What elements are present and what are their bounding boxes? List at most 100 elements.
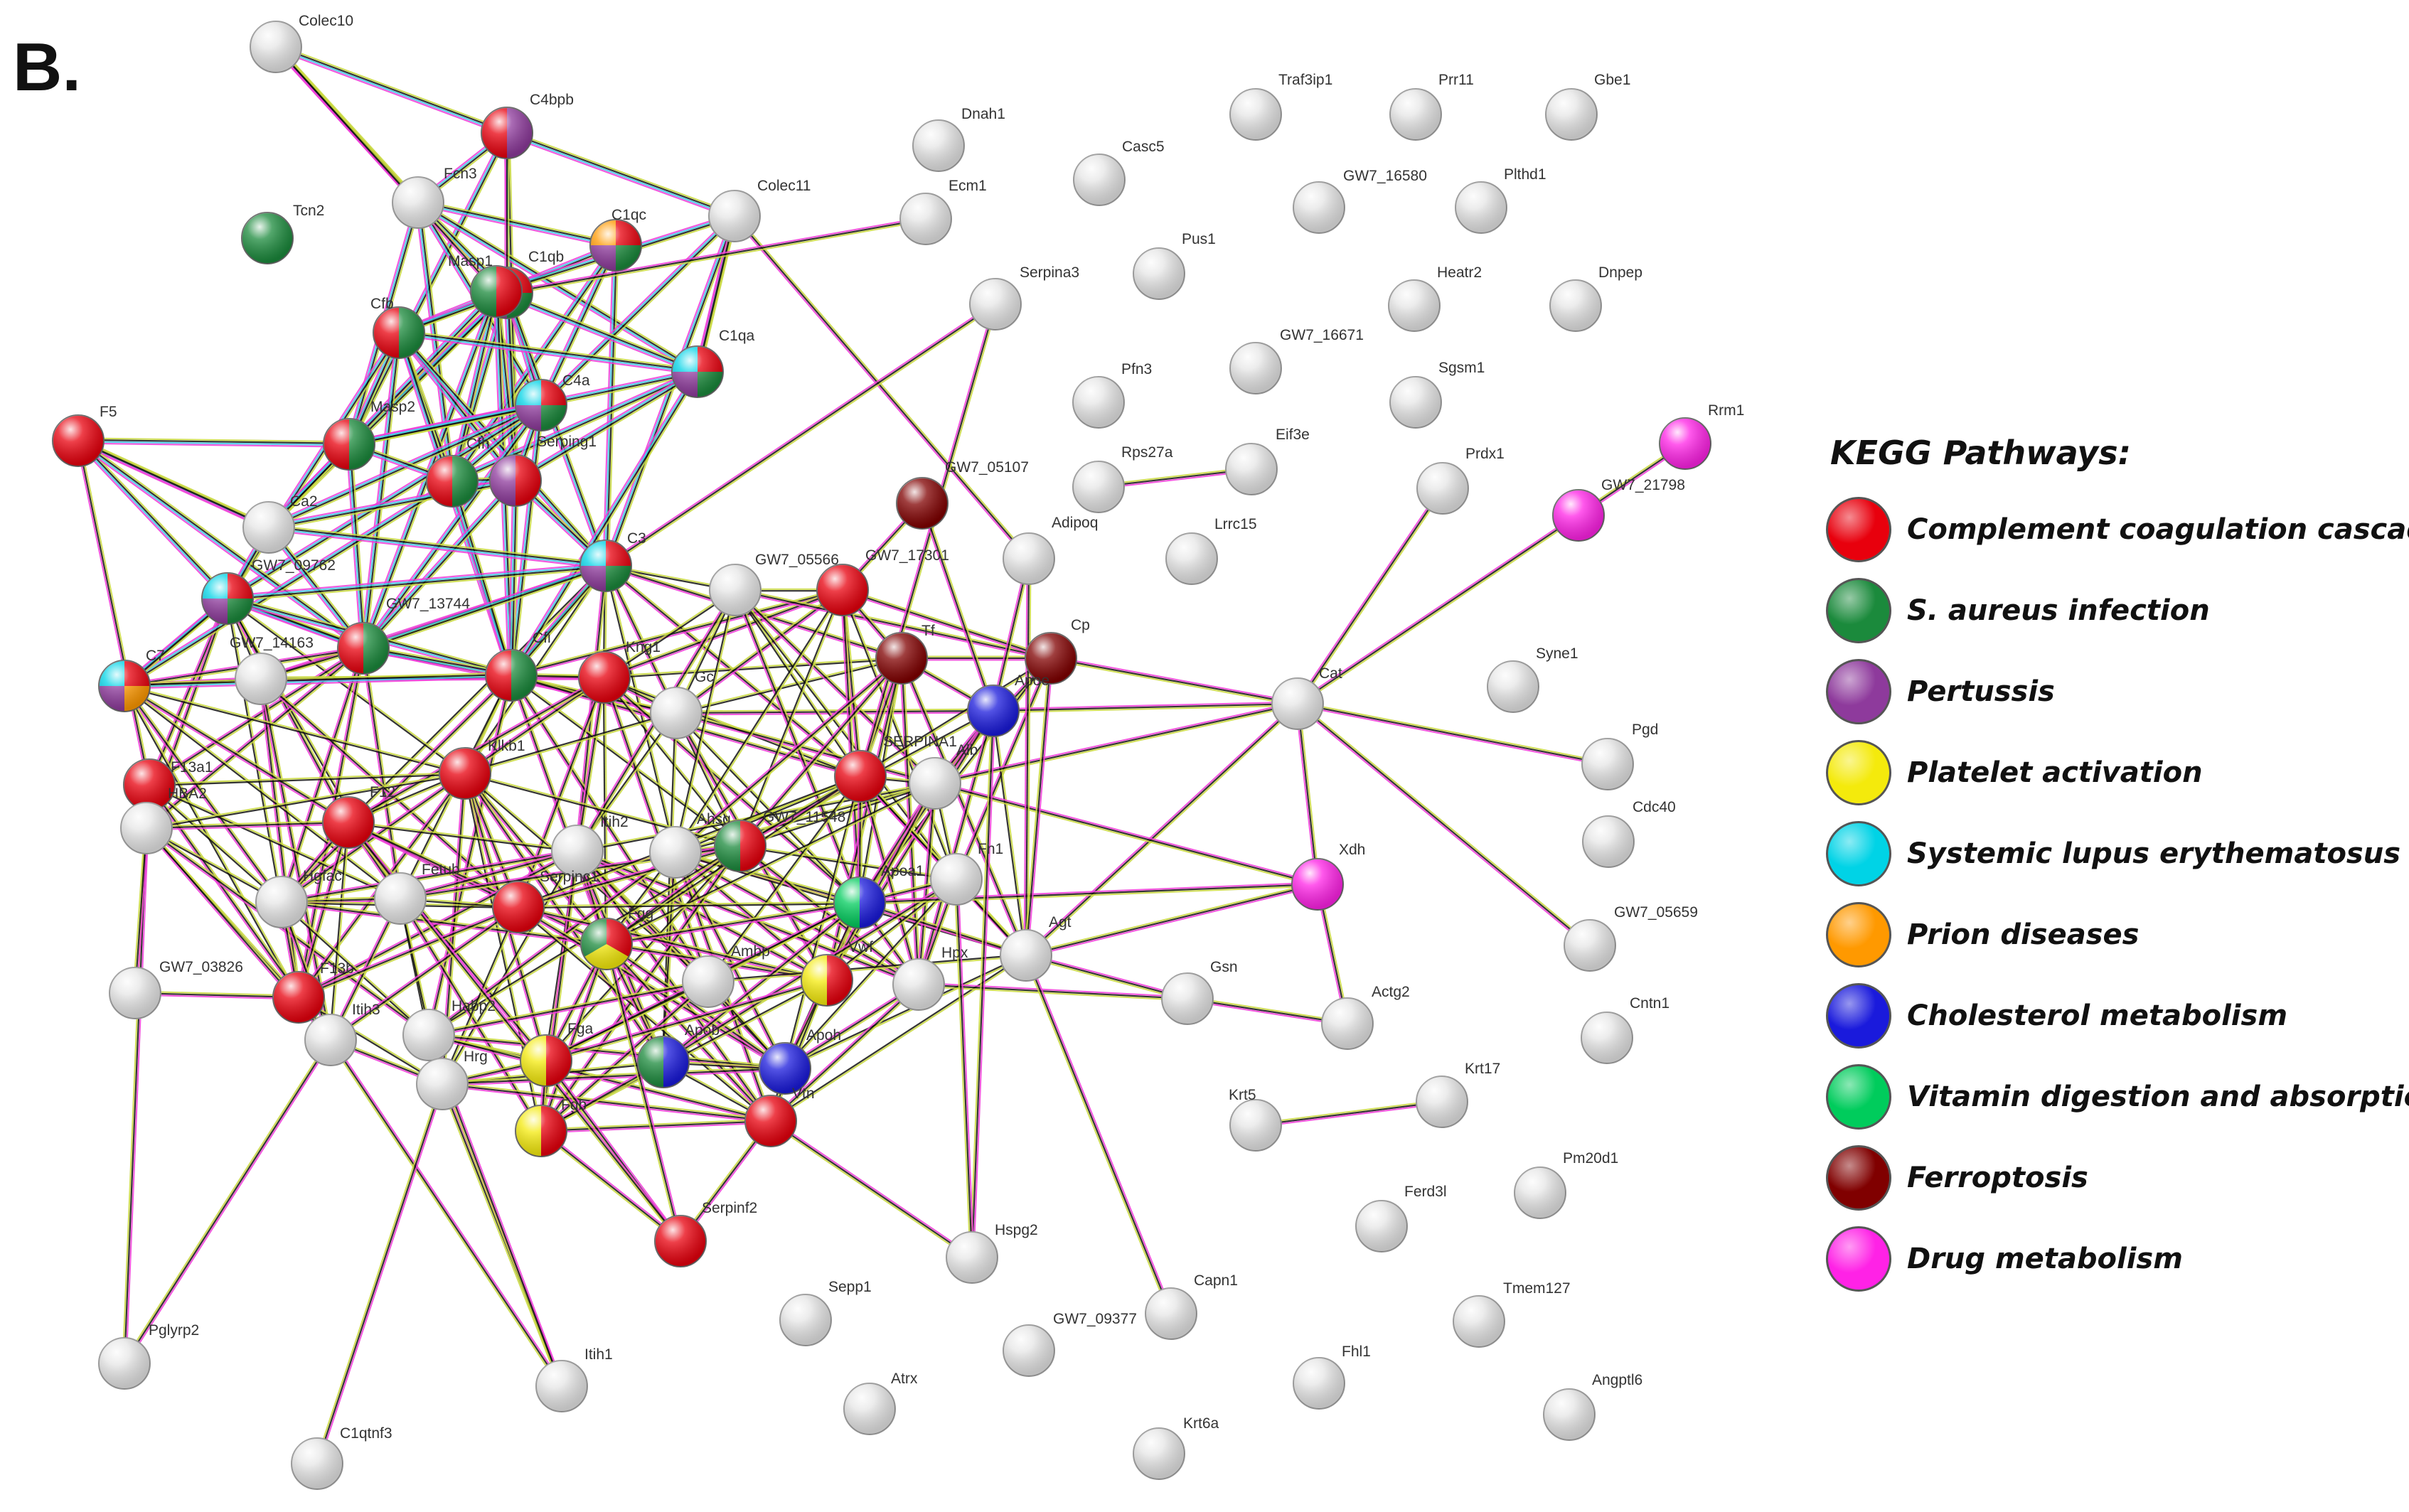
- protein-node[interactable]: C4a: [515, 372, 590, 431]
- protein-node[interactable]: Pglyrp2: [98, 1322, 199, 1390]
- protein-node[interactable]: HBA2: [120, 786, 207, 854]
- protein-node[interactable]: Fetub: [374, 862, 460, 925]
- protein-node[interactable]: Cntn1: [1581, 995, 1670, 1064]
- protein-node[interactable]: Xdh: [1291, 842, 1365, 911]
- protein-node[interactable]: C1qtnf3: [291, 1425, 392, 1490]
- protein-node[interactable]: Cfh: [426, 436, 490, 508]
- protein-node[interactable]: Cp: [1025, 617, 1090, 685]
- protein-node[interactable]: Ecm1: [899, 178, 987, 245]
- protein-node[interactable]: Serpinc1: [492, 869, 599, 933]
- protein-node[interactable]: Tmem127: [1453, 1280, 1571, 1348]
- protein-node[interactable]: Hrg: [416, 1049, 488, 1110]
- protein-node[interactable]: Rrm1: [1659, 402, 1744, 470]
- protein-node[interactable]: Capn1: [1145, 1272, 1238, 1340]
- protein-node[interactable]: Masp1: [448, 253, 523, 318]
- protein-node[interactable]: Ca2: [242, 493, 318, 554]
- protein-node[interactable]: GW7_05566: [709, 552, 839, 616]
- protein-node[interactable]: GW7_13744: [337, 596, 470, 675]
- protein-node[interactable]: Fcn3: [392, 166, 477, 229]
- protein-node[interactable]: Lrrc15: [1165, 516, 1257, 585]
- protein-node[interactable]: Serpinf2: [654, 1200, 757, 1267]
- protein-node[interactable]: GW7_16580: [1293, 168, 1427, 234]
- protein-node[interactable]: Cfb: [370, 296, 425, 359]
- protein-node[interactable]: Fhl1: [1293, 1344, 1371, 1410]
- protein-node[interactable]: Apoh: [759, 1027, 841, 1095]
- protein-node[interactable]: Apoe: [967, 672, 1049, 737]
- protein-node[interactable]: Fga: [520, 1021, 594, 1087]
- protein-node[interactable]: Plthd1: [1455, 166, 1547, 234]
- protein-node[interactable]: GW7_09762: [201, 557, 336, 625]
- protein-node[interactable]: GW7_17301: [816, 547, 949, 616]
- protein-node[interactable]: Heatr2: [1388, 264, 1482, 332]
- protein-node[interactable]: Klkb1: [439, 738, 525, 800]
- protein-node[interactable]: Habp2: [402, 998, 496, 1061]
- protein-node[interactable]: Vwf: [801, 939, 873, 1007]
- protein-node[interactable]: GW7_21798: [1552, 477, 1685, 542]
- protein-node[interactable]: Angptl6: [1543, 1372, 1642, 1441]
- protein-node[interactable]: Serpina3: [969, 264, 1079, 331]
- protein-node[interactable]: Gc: [650, 669, 714, 739]
- protein-node[interactable]: Fgb: [515, 1097, 587, 1157]
- protein-node[interactable]: GW7_05107: [896, 459, 1029, 530]
- protein-node[interactable]: Hpx: [892, 945, 968, 1011]
- protein-node[interactable]: Tf: [875, 623, 935, 685]
- protein-node[interactable]: Ferd3l: [1355, 1184, 1447, 1253]
- protein-node[interactable]: Prdx1: [1416, 446, 1505, 515]
- protein-node[interactable]: Krt17: [1416, 1061, 1500, 1128]
- protein-node[interactable]: Ambp: [682, 943, 770, 1008]
- protein-node[interactable]: Rps27a: [1072, 444, 1173, 513]
- protein-node[interactable]: Colec11: [708, 178, 811, 242]
- protein-node[interactable]: Alb: [909, 742, 978, 810]
- protein-node[interactable]: Hgfac: [255, 868, 342, 928]
- protein-node[interactable]: Serping1: [489, 434, 597, 507]
- protein-node[interactable]: Pus1: [1133, 231, 1216, 300]
- protein-node[interactable]: Adipoq: [1003, 515, 1098, 585]
- protein-node[interactable]: Apob: [637, 1022, 720, 1088]
- protein-node[interactable]: C7: [98, 648, 165, 712]
- protein-node[interactable]: Fgg: [580, 906, 653, 970]
- protein-node[interactable]: GW7_05659: [1564, 904, 1698, 972]
- protein-node[interactable]: Traf3ip1: [1229, 72, 1332, 141]
- protein-node[interactable]: C1qc: [589, 207, 646, 272]
- protein-node[interactable]: Gsn: [1161, 959, 1238, 1025]
- protein-node[interactable]: Fn1: [930, 841, 1003, 906]
- protein-node[interactable]: F13a1: [123, 758, 213, 811]
- protein-node[interactable]: Masp2: [323, 399, 415, 471]
- protein-node[interactable]: Vtn: [744, 1085, 815, 1147]
- protein-node[interactable]: Colec10: [250, 13, 353, 73]
- protein-node[interactable]: Cfi: [485, 630, 551, 702]
- protein-node[interactable]: Apoa1: [833, 863, 924, 929]
- protein-node[interactable]: C1qa: [671, 328, 755, 398]
- protein-node[interactable]: GW7_11548: [714, 809, 845, 872]
- protein-node[interactable]: Itih3: [304, 1002, 380, 1066]
- protein-node[interactable]: Tcn2: [241, 203, 324, 264]
- protein-node[interactable]: F12: [322, 784, 395, 849]
- protein-node[interactable]: C4bpb: [481, 92, 574, 159]
- protein-node[interactable]: Syne1: [1487, 645, 1579, 713]
- protein-node[interactable]: F5: [52, 404, 117, 467]
- protein-node[interactable]: F13b: [272, 960, 354, 1024]
- protein-node[interactable]: Cat: [1271, 665, 1342, 730]
- protein-node[interactable]: Krt6a: [1133, 1415, 1219, 1480]
- protein-node[interactable]: Eif3e: [1225, 427, 1310, 495]
- protein-node[interactable]: Cdc40: [1582, 799, 1676, 868]
- protein-node[interactable]: Pm20d1: [1514, 1150, 1618, 1219]
- protein-node[interactable]: Dnah1: [912, 106, 1005, 172]
- protein-node[interactable]: Hspg2: [946, 1222, 1038, 1284]
- protein-node[interactable]: Dnpep: [1549, 264, 1642, 332]
- protein-node[interactable]: Sepp1: [779, 1279, 872, 1346]
- protein-node[interactable]: Krt5: [1229, 1087, 1282, 1152]
- protein-node[interactable]: GW7_16671: [1229, 327, 1364, 395]
- protein-node[interactable]: Atrx: [843, 1371, 918, 1435]
- protein-node[interactable]: Kng1: [578, 639, 661, 704]
- protein-node[interactable]: Prr11: [1389, 72, 1474, 141]
- protein-node[interactable]: Gbe1: [1545, 72, 1630, 141]
- protein-node[interactable]: GW7_03826: [109, 959, 243, 1019]
- protein-node[interactable]: GW7_09377: [1003, 1311, 1137, 1377]
- protein-node[interactable]: Casc5: [1073, 139, 1165, 206]
- protein-node[interactable]: Actg2: [1321, 984, 1410, 1050]
- protein-node[interactable]: Ahsg: [649, 811, 731, 879]
- protein-node[interactable]: Itih2: [551, 814, 629, 877]
- protein-node[interactable]: Sgsm1: [1389, 360, 1485, 429]
- protein-node[interactable]: C3: [579, 530, 646, 592]
